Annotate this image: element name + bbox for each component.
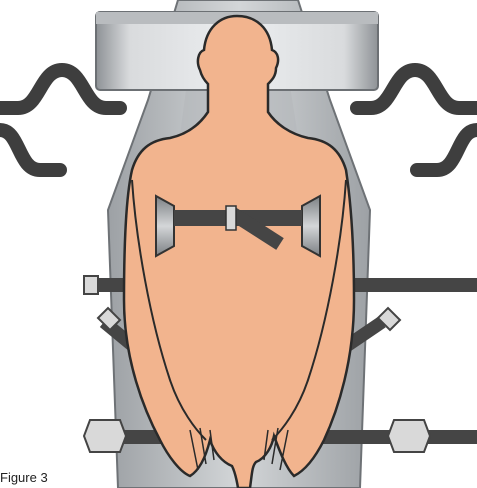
knee-buckle-left-icon xyxy=(84,420,126,452)
figure-caption: Figure 3 xyxy=(0,470,48,486)
chest-pad-left xyxy=(156,196,174,256)
chest-buckle-icon xyxy=(226,206,236,230)
hip-buckle-icon xyxy=(84,276,98,294)
knee-buckle-right-icon xyxy=(388,420,430,452)
right-handle-lower-icon xyxy=(417,130,477,170)
chest-pad-right xyxy=(302,196,320,256)
left-handle-lower-icon xyxy=(0,130,60,170)
